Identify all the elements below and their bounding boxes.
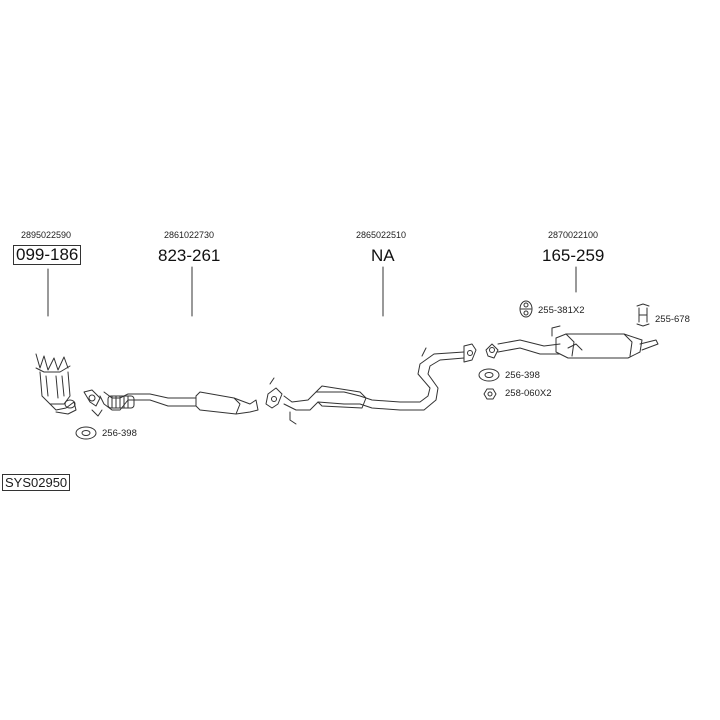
nut-icon: [483, 388, 497, 400]
accessory-label-rubber-mount[interactable]: 255-381X2: [538, 305, 585, 316]
oem-number-front-pipe: 2861022730: [164, 230, 215, 240]
part-number-center-pipe[interactable]: NA: [371, 246, 395, 265]
accessory-label-nut[interactable]: 258-060X2: [505, 388, 552, 399]
front-pipe[interactable]: [83, 389, 259, 417]
oem-number-rear-muffler: 2870022100: [548, 230, 599, 240]
rear-muffler[interactable]: [485, 325, 659, 359]
system-id-label: SYS02950: [2, 474, 71, 491]
center-pipe[interactable]: [265, 343, 477, 425]
rubber-mount-icon: [519, 300, 533, 318]
accessory-label-gasket-rear[interactable]: 256-398: [505, 370, 540, 381]
oem-number-catalytic-converter: 2895022590: [21, 230, 72, 240]
part-number-front-pipe[interactable]: 823-261: [158, 246, 221, 265]
oem-number-center-pipe: 2865022510: [356, 230, 407, 240]
accessory-label-gasket-front[interactable]: 256-398: [102, 428, 137, 439]
gasket-rear[interactable]: [478, 368, 500, 382]
part-number-catalytic-converter[interactable]: 099-186: [13, 245, 82, 265]
accessory-label-clamp[interactable]: 255-678: [655, 314, 690, 325]
gasket-front[interactable]: [75, 426, 97, 440]
catalytic-converter[interactable]: [35, 353, 77, 415]
clamp-icon: [636, 303, 650, 327]
part-number-rear-muffler[interactable]: 165-259: [542, 246, 605, 265]
